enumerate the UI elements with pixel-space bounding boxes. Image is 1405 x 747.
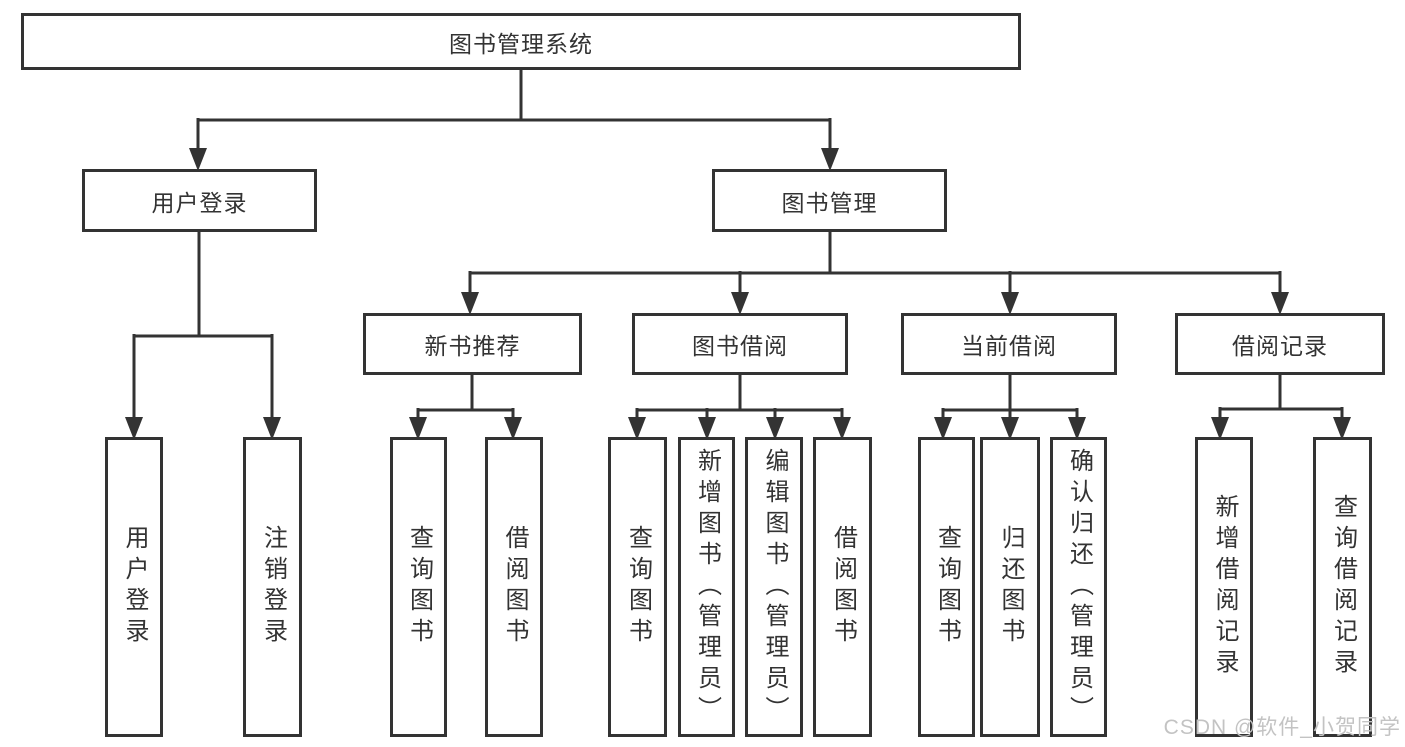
node-new-book-recommend: 新书推荐: [363, 313, 582, 375]
leaf-user-login: 用户登录: [105, 437, 163, 737]
node-book-management-branch: 图书管理: [712, 169, 947, 232]
csdn-watermark: CSDN @软件_小贺同学: [1163, 716, 1401, 739]
leaf-borrowing-query-books: 查询图书: [608, 437, 667, 737]
node-book-borrowing: 图书借阅: [632, 313, 848, 375]
node-user-login-branch: 用户登录: [82, 169, 317, 232]
leaf-logout-login: 注销登录: [243, 437, 302, 737]
leaf-recommend-query-books: 查询图书: [390, 437, 447, 737]
leaf-borrowing-borrow-books: 借阅图书: [813, 437, 872, 737]
leaf-borrowing-edit-book-admin: 编辑图书（管理员）: [745, 437, 803, 737]
leaf-borrowing-add-book-admin: 新增图书（管理员）: [678, 437, 735, 737]
leaf-records-query-borrow-record: 查询借阅记录: [1313, 437, 1372, 737]
leaf-current-query-books: 查询图书: [918, 437, 975, 737]
leaf-current-return-book: 归还图书: [980, 437, 1040, 737]
node-borrow-records: 借阅记录: [1175, 313, 1385, 375]
node-root-system: 图书管理系统: [21, 13, 1021, 70]
node-current-borrowing: 当前借阅: [901, 313, 1117, 375]
leaf-records-add-borrow-record: 新增借阅记录: [1195, 437, 1253, 737]
leaf-recommend-borrow-books: 借阅图书: [485, 437, 543, 737]
leaf-current-confirm-return-admin: 确认归还（管理员）: [1050, 437, 1107, 737]
